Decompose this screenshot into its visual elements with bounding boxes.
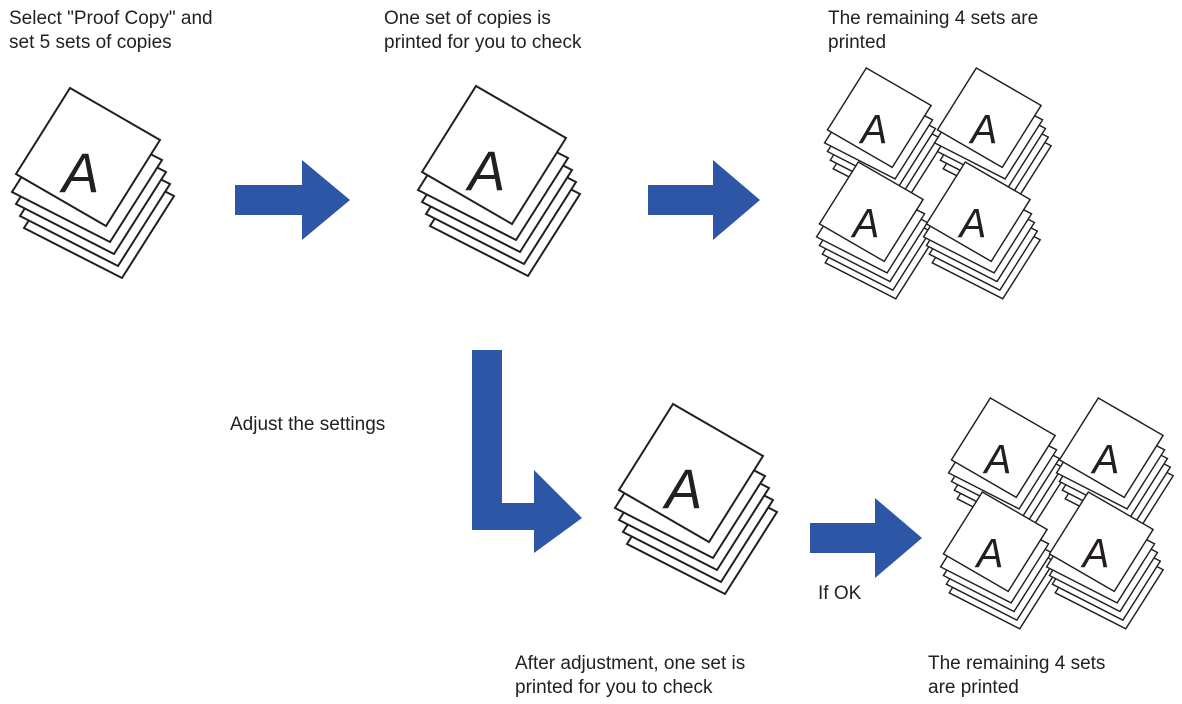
paper-stack-step1: A [11, 87, 175, 279]
page-letter: A [662, 457, 702, 520]
if-ok-caption: If OK [818, 583, 862, 604]
page-letter: A [969, 106, 998, 152]
step3-caption-line2: printed [828, 32, 887, 53]
step1-caption: Select "Proof Copy" and set 5 sets of co… [9, 7, 213, 55]
step4-caption: After adjustment, one set is printed for… [515, 652, 745, 700]
arrow-down-right-icon [472, 350, 582, 553]
page-letter: A [983, 436, 1012, 482]
paper-stack-step5-a: A [947, 397, 1066, 536]
page-letter: A [465, 139, 505, 202]
page-letter: A [975, 530, 1004, 576]
arrow-right-icon [810, 498, 922, 578]
paper-stack-step3-a: A [823, 67, 942, 206]
step5-caption: The remaining 4 sets are printed [928, 652, 1105, 700]
paper-stack-step3-c: A [815, 161, 934, 300]
step3-caption-line1: The remaining 4 sets are [828, 8, 1039, 29]
step4-caption-line1: After adjustment, one set is [515, 653, 746, 674]
paper-stack-step5-c: A [939, 491, 1058, 630]
step2-caption-line2: printed for you to check [384, 32, 582, 53]
paper-stack-step5-b: A [1055, 397, 1174, 536]
page-letter: A [958, 200, 987, 246]
paper-stack-step3-b: A [933, 67, 1052, 206]
arrow-right-icon [648, 160, 760, 240]
step5-caption-line2: are printed [928, 677, 1019, 698]
adjust-caption: Adjust the settings [230, 414, 386, 435]
step2-caption: One set of copies is printed for you to … [384, 7, 582, 55]
page-letter: A [859, 106, 888, 152]
step4-caption-line2: printed for you to check [515, 677, 713, 698]
step1-caption-line2: set 5 sets of copies [9, 32, 172, 53]
paper-stack-step4: A [614, 403, 778, 595]
paper-stack-step5-d: A [1045, 491, 1164, 630]
step3-caption: The remaining 4 sets are printed [828, 7, 1038, 55]
page-letter: A [851, 200, 880, 246]
step5-caption-line1: The remaining 4 sets [928, 653, 1106, 674]
page-letter: A [1091, 436, 1120, 482]
page-letter: A [1081, 530, 1110, 576]
page-letter: A [59, 141, 99, 204]
arrow-right-icon [235, 160, 350, 240]
paper-stack-step3-d: A [922, 161, 1041, 300]
step2-caption-line1: One set of copies is [384, 8, 551, 29]
paper-stack-step2: A [417, 85, 581, 277]
step1-caption-line1: Select "Proof Copy" and [9, 8, 213, 29]
